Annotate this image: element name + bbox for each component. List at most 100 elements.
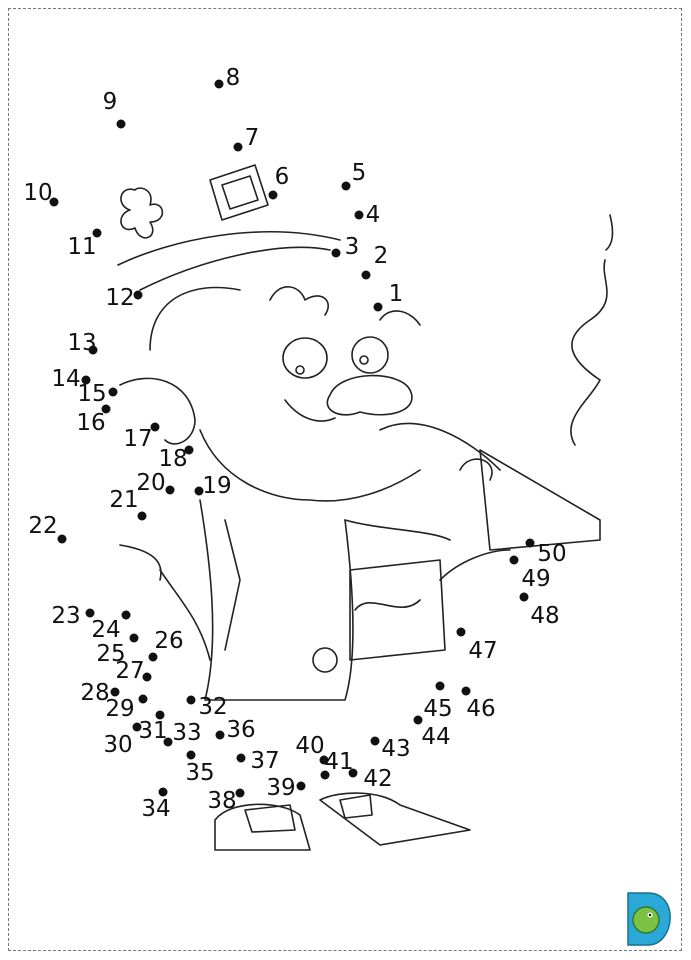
dot-label-41: 41 <box>324 749 353 775</box>
dot-44 <box>413 715 423 725</box>
dot-label-26: 26 <box>154 628 183 654</box>
dot-24 <box>121 610 131 620</box>
dot-45 <box>435 681 445 691</box>
dot-6 <box>268 190 278 200</box>
dot-11 <box>92 228 102 238</box>
dot-16 <box>101 404 111 414</box>
dot-38 <box>235 788 245 798</box>
dot-label-19: 19 <box>202 473 231 499</box>
dot-41 <box>320 770 330 780</box>
dot-25 <box>129 633 139 643</box>
dot-30 <box>132 722 142 732</box>
dot-label-39: 39 <box>266 775 295 801</box>
dot-label-16: 16 <box>76 410 105 436</box>
dot-label-9: 9 <box>103 89 118 115</box>
dot-39 <box>296 781 306 791</box>
dot-label-12: 12 <box>105 285 134 311</box>
site-logo <box>627 892 671 946</box>
dot-label-6: 6 <box>275 164 290 190</box>
dot-43 <box>370 736 380 746</box>
dot-label-3: 3 <box>345 234 360 260</box>
dot-label-42: 42 <box>363 766 392 792</box>
dot-19 <box>194 486 204 496</box>
dot-9 <box>116 119 126 129</box>
dot-label-4: 4 <box>366 202 381 228</box>
dot-17 <box>150 422 160 432</box>
dot-26 <box>148 652 158 662</box>
dashed-border <box>8 8 682 951</box>
dot-50 <box>525 538 535 548</box>
dot-18 <box>184 445 194 455</box>
dot-33 <box>163 737 173 747</box>
dot-label-45: 45 <box>423 696 452 722</box>
dot-label-37: 37 <box>250 748 279 774</box>
dot-label-8: 8 <box>226 65 241 91</box>
dot-14 <box>81 375 91 385</box>
dot-label-49: 49 <box>521 566 550 592</box>
dot-label-13: 13 <box>67 330 96 356</box>
dot-48 <box>519 592 529 602</box>
dot-label-34: 34 <box>141 796 170 822</box>
dot-8 <box>214 79 224 89</box>
dot-label-43: 43 <box>381 736 410 762</box>
dot-21 <box>137 511 147 521</box>
dot-label-28: 28 <box>80 680 109 706</box>
dot-label-10: 10 <box>23 180 52 206</box>
dot-label-17: 17 <box>123 426 152 452</box>
dot-7 <box>233 142 243 152</box>
dot-label-30: 30 <box>103 732 132 758</box>
dot-36 <box>215 730 225 740</box>
outline-drawing <box>117 164 614 851</box>
dot-40 <box>319 755 329 765</box>
dot-label-11: 11 <box>67 234 96 260</box>
dot-label-44: 44 <box>421 724 450 750</box>
dot-15 <box>108 387 118 397</box>
dot-4 <box>354 210 364 220</box>
dot-label-27: 27 <box>115 658 144 684</box>
dot-31 <box>155 710 165 720</box>
dot-29 <box>138 694 148 704</box>
dot-13 <box>88 345 98 355</box>
dot-10 <box>49 197 59 207</box>
dot-label-1: 1 <box>389 281 404 307</box>
dot-28 <box>110 687 120 697</box>
dot-47 <box>456 627 466 637</box>
dot-35 <box>186 750 196 760</box>
numbered-dots: 1234567891011121314151617181920212223242… <box>23 65 566 822</box>
dot-label-7: 7 <box>245 125 260 151</box>
dot-label-46: 46 <box>466 696 495 722</box>
dot-20 <box>165 485 175 495</box>
dot-2 <box>361 270 371 280</box>
dot-32 <box>186 695 196 705</box>
dot-label-38: 38 <box>207 788 236 814</box>
dot-12 <box>133 290 143 300</box>
dot-label-32: 32 <box>198 694 227 720</box>
dot-5 <box>341 181 351 191</box>
dot-1 <box>373 302 383 312</box>
dot-label-14: 14 <box>51 366 80 392</box>
dot-label-33: 33 <box>172 720 201 746</box>
dot-label-35: 35 <box>185 760 214 786</box>
dot-22 <box>57 534 67 544</box>
dot-46 <box>461 686 471 696</box>
dot-label-36: 36 <box>226 717 255 743</box>
dot-label-40: 40 <box>295 733 324 759</box>
dot-label-31: 31 <box>138 718 167 744</box>
dot-49 <box>509 555 519 565</box>
dot-3 <box>331 248 341 258</box>
dot-label-15: 15 <box>77 381 106 407</box>
dot-27 <box>142 672 152 682</box>
dot-label-18: 18 <box>158 446 187 472</box>
dot-label-24: 24 <box>91 617 120 643</box>
dot-label-20: 20 <box>136 470 165 496</box>
dot-label-2: 2 <box>374 243 389 269</box>
dot-37 <box>236 753 246 763</box>
dot-label-23: 23 <box>51 603 80 629</box>
dot-label-21: 21 <box>109 487 138 513</box>
dot-34 <box>158 787 168 797</box>
dot-label-5: 5 <box>352 160 367 186</box>
dot-label-47: 47 <box>468 638 497 664</box>
dot-label-22: 22 <box>28 513 57 539</box>
